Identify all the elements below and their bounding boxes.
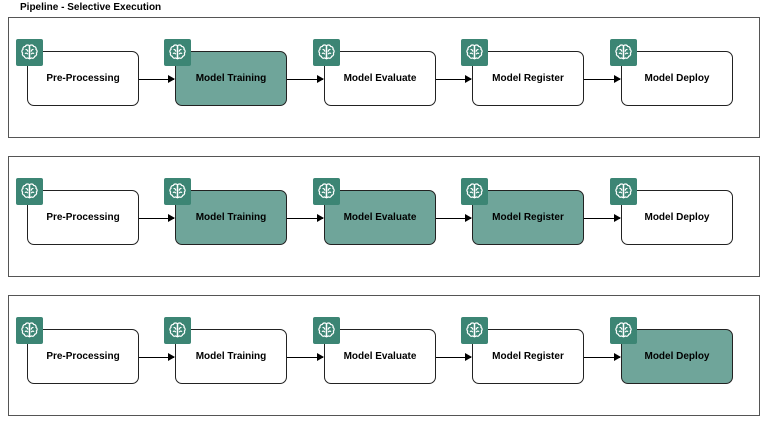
brain-icon — [164, 317, 191, 344]
step-label: Pre-Processing — [46, 351, 120, 362]
flow-arrow — [584, 213, 621, 222]
step-label: Model Evaluate — [343, 73, 417, 84]
step-label: Model Deploy — [644, 73, 710, 84]
brain-icon — [313, 317, 340, 344]
step-label: Model Deploy — [644, 212, 710, 223]
flow-arrow — [287, 213, 324, 222]
flow-arrow — [584, 74, 621, 83]
brain-icon — [16, 178, 43, 205]
step-label: Model Register — [492, 351, 564, 362]
flow-arrow — [584, 352, 621, 361]
brain-icon — [610, 39, 637, 66]
step-label: Model Training — [195, 73, 267, 84]
step-label: Pre-Processing — [46, 212, 120, 223]
brain-icon — [461, 39, 488, 66]
pipeline-panel: Pre-Processing Model Training Model Evalua… — [8, 295, 760, 416]
step-label: Model Training — [195, 212, 267, 223]
brain-icon — [610, 178, 637, 205]
step-label: Model Evaluate — [343, 212, 417, 223]
flow-arrow — [139, 352, 175, 361]
brain-icon — [164, 178, 191, 205]
step-model-evaluate: Model Evaluate — [313, 39, 436, 106]
flow-arrow — [287, 352, 324, 361]
pipeline-panel: Pre-Processing Model Training Model Evalua… — [8, 17, 760, 138]
brain-icon — [16, 39, 43, 66]
brain-icon — [164, 39, 191, 66]
step-model-register: Model Register — [461, 39, 584, 106]
pipeline-panel: Pre-Processing Model Training Model Evalua… — [8, 156, 760, 277]
flow-arrow — [436, 213, 472, 222]
step-label: Model Evaluate — [343, 351, 417, 362]
brain-icon — [313, 39, 340, 66]
step-label: Model Training — [195, 351, 267, 362]
step-pre-processing: Pre-Processing — [16, 178, 139, 245]
step-label: Pre-Processing — [46, 73, 120, 84]
flow-arrow — [436, 352, 472, 361]
flow-arrow — [139, 74, 175, 83]
flow-arrow — [436, 74, 472, 83]
step-pre-processing: Pre-Processing — [16, 39, 139, 106]
step-model-evaluate: Model Evaluate — [313, 317, 436, 384]
brain-icon — [610, 317, 637, 344]
brain-icon — [461, 178, 488, 205]
step-label: Model Register — [492, 73, 564, 84]
flow-arrow — [139, 213, 175, 222]
diagram-title: Pipeline - Selective Execution — [20, 2, 162, 13]
step-model-register: Model Register — [461, 178, 584, 245]
step-model-training: Model Training — [164, 39, 287, 106]
step-model-register: Model Register — [461, 317, 584, 384]
step-model-training: Model Training — [164, 317, 287, 384]
step-model-deploy: Model Deploy — [610, 178, 733, 245]
brain-icon — [16, 317, 43, 344]
brain-icon — [313, 178, 340, 205]
flow-arrow — [287, 74, 324, 83]
step-pre-processing: Pre-Processing — [16, 317, 139, 384]
step-label: Model Register — [492, 212, 564, 223]
step-model-deploy: Model Deploy — [610, 39, 733, 106]
step-label: Model Deploy — [644, 351, 710, 362]
step-model-training: Model Training — [164, 178, 287, 245]
step-model-evaluate: Model Evaluate — [313, 178, 436, 245]
step-model-deploy: Model Deploy — [610, 317, 733, 384]
brain-icon — [461, 317, 488, 344]
